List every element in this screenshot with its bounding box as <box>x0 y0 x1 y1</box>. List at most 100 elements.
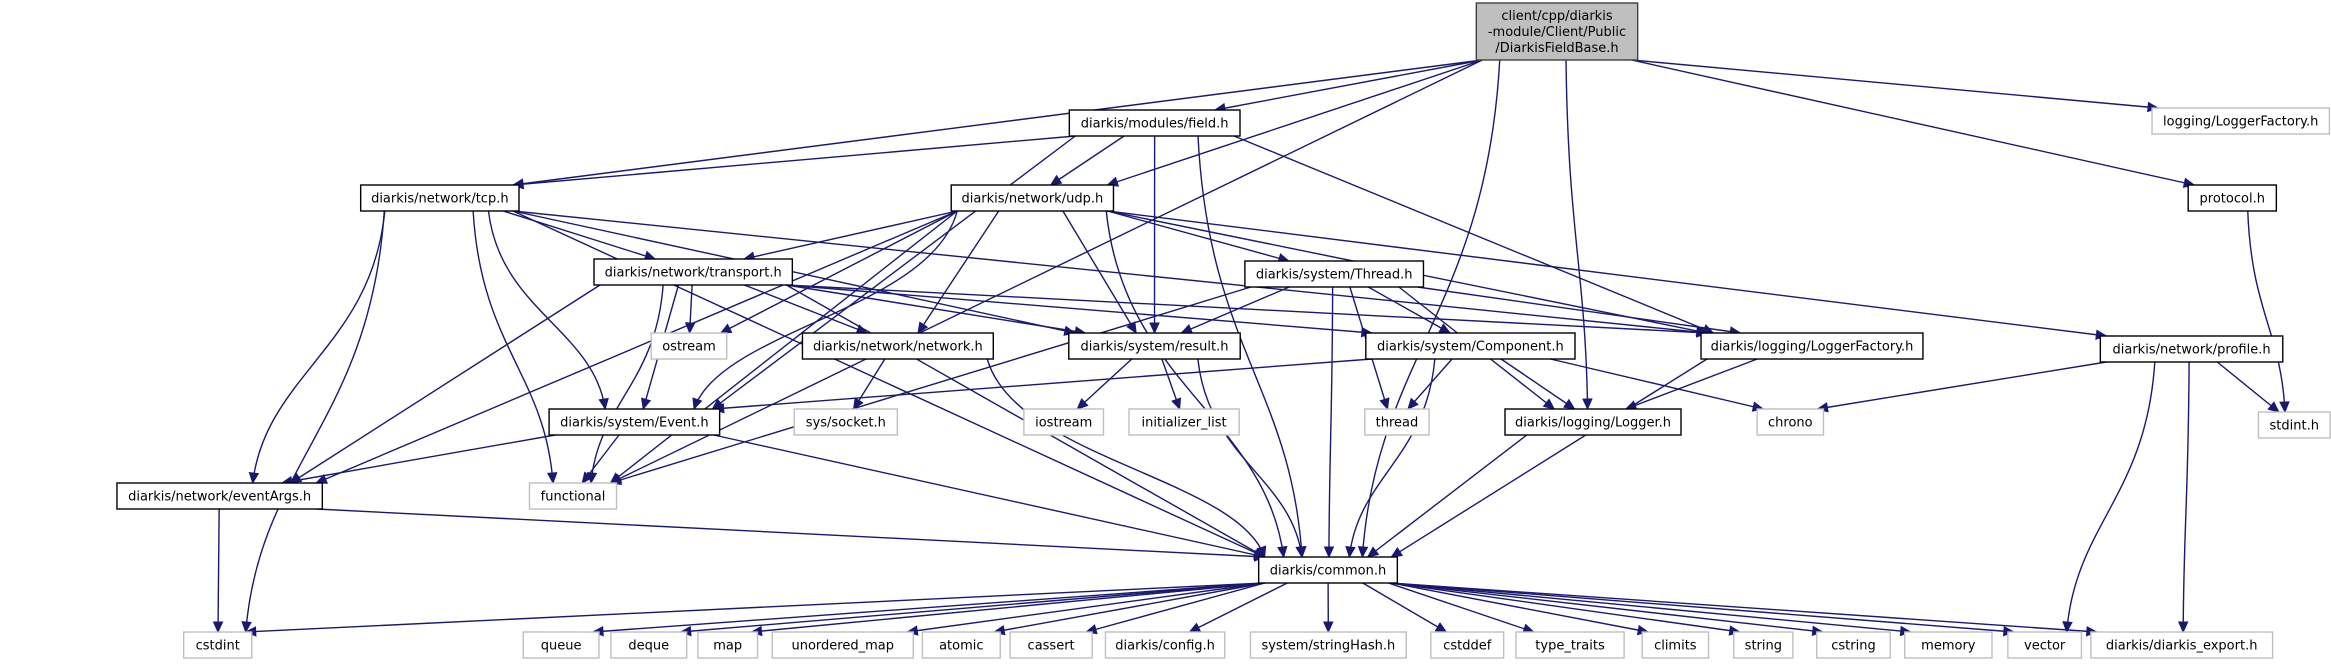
node-label: logging/LoggerFactory.h <box>2163 115 2318 130</box>
arrowhead-tcp-to-cstdint <box>241 621 252 634</box>
node-label: /DiarkisFieldBase.h <box>1495 41 1618 56</box>
node-atomic: atomic <box>921 631 1001 659</box>
edge-event-to-eventargs <box>281 434 556 484</box>
node-label: diarkis/network/eventArgs.h <box>128 490 311 505</box>
node-box <box>593 258 794 286</box>
arrowhead-result-to-initlist <box>1171 397 1182 411</box>
edge-udp-to-transport <box>743 210 958 260</box>
node-tcp[interactable]: diarkis/network/tcp.h <box>359 184 520 212</box>
arrowhead-component-to-common <box>1345 545 1356 559</box>
node-label: initializer_list <box>1142 416 1227 431</box>
edge-transport-to-result <box>786 284 1086 334</box>
arrowhead-tcp-to-event <box>598 397 609 411</box>
node-label: map <box>713 639 742 654</box>
arrowhead-thread_h-to-logger <box>1542 398 1556 410</box>
node-component[interactable]: diarkis/system/Component.h <box>1365 332 1576 360</box>
node-label: cstring <box>1831 639 1875 654</box>
node-field[interactable]: diarkis/modules/field.h <box>1068 109 1241 137</box>
node-label: climits <box>1654 639 1697 654</box>
arrowhead-protocol-to-stdint <box>2279 401 2290 414</box>
edge-root-to-protocol <box>1631 59 2195 186</box>
node-box <box>921 631 1001 659</box>
edge-common-to-vector <box>1391 582 2014 633</box>
edge-common-to-cstddef <box>1362 582 1447 633</box>
edge-field-to-common <box>1197 135 1303 558</box>
arrowhead-loggerfactory-to-common <box>1390 546 1404 558</box>
node-box <box>522 631 600 659</box>
node-label: diarkis/system/result.h <box>1080 340 1228 355</box>
node-loggerfactory[interactable]: diarkis/logging/LoggerFactory.h <box>1700 332 1924 360</box>
node-label: sys/socket.h <box>806 416 886 431</box>
node-thread-h[interactable]: diarkis/system/Thread.h <box>1244 260 1425 288</box>
node-box <box>2099 335 2284 363</box>
arrowhead-component-to-logger <box>1562 398 1576 410</box>
node-box <box>1104 631 1226 659</box>
node-box <box>1733 631 1794 659</box>
node-transport[interactable]: diarkis/network/transport.h <box>593 258 794 286</box>
edge-transport-to-component <box>786 284 1372 334</box>
edge-transport-to-functional <box>590 284 664 484</box>
node-network[interactable]: diarkis/network/network.h <box>801 332 994 360</box>
node-box <box>1515 631 1625 659</box>
edge-eventargs-to-common <box>316 508 1265 558</box>
arrowhead-udp-to-result <box>1126 321 1137 335</box>
edge-tcp-to-transport <box>502 210 656 260</box>
node-stdint: stdint.h <box>2257 411 2331 439</box>
edge-root-to-udp <box>1107 59 1483 186</box>
node-label: cassert <box>1028 639 1075 654</box>
node-string: string <box>1733 631 1794 659</box>
node-climits: climits <box>1641 631 1710 659</box>
node-box <box>1068 332 1241 360</box>
edge-profile-to-vector <box>2065 361 2156 633</box>
node-box <box>1068 109 1241 137</box>
edge-component-to-chrono <box>1550 358 1764 410</box>
edge-common-to-cassert <box>1085 582 1265 633</box>
node-label: type_traits <box>1535 639 1605 654</box>
node-common[interactable]: diarkis/common.h <box>1257 556 1399 584</box>
arrowhead-network-to-common <box>1256 545 1267 559</box>
node-eventargs[interactable]: diarkis/network/eventArgs.h <box>116 482 324 510</box>
node-root[interactable]: client/cpp/diarkis-module/Client/Public/… <box>1475 2 1639 61</box>
node-event[interactable]: diarkis/system/Event.h <box>548 408 721 436</box>
arrowhead-thread_h-to-thread <box>1379 397 1390 411</box>
arrowhead-result-to-common <box>1295 545 1306 559</box>
edges-layer <box>212 59 2290 637</box>
arrowhead-profile-to-stdint <box>2267 401 2280 413</box>
node-logger[interactable]: diarkis/logging/Logger.h <box>1504 408 1682 436</box>
node-memory: memory <box>1904 631 1993 659</box>
node-box <box>697 631 759 659</box>
arrowhead-udp-to-common <box>1277 545 1288 559</box>
node-box <box>1904 631 1993 659</box>
arrowhead-field-to-result <box>1149 322 1160 335</box>
edge-component-to-thread <box>1407 358 1453 410</box>
edge-common-to-unordered_map <box>907 582 1265 633</box>
node-thread: thread <box>1364 408 1430 436</box>
edge-common-to-cstring <box>1391 582 1823 633</box>
node-result[interactable]: diarkis/system/result.h <box>1068 332 1241 360</box>
node-label: diarkis/logging/Logger.h <box>1515 416 1671 431</box>
edge-root-to-field <box>1214 59 1483 111</box>
node-box <box>359 184 520 212</box>
node-box <box>2007 631 2083 659</box>
edge-common-to-queue <box>592 582 1265 633</box>
edge-common-to-memory <box>1391 582 1911 633</box>
node-logext: logging/LoggerFactory.h <box>2151 107 2331 135</box>
node-cstring: cstring <box>1816 631 1891 659</box>
node-protocol[interactable]: protocol.h <box>2187 184 2278 212</box>
node-label: diarkis/logging/LoggerFactory.h <box>1711 340 1914 355</box>
edge-tcp-to-result <box>512 210 1075 334</box>
node-label: diarkis/network/network.h <box>813 340 983 355</box>
node-vector: vector <box>2007 631 2083 659</box>
nodes-layer: client/cpp/diarkis-module/Client/Public/… <box>116 2 2331 659</box>
node-type-traits: type_traits <box>1515 631 1625 659</box>
node-queue: queue <box>522 631 600 659</box>
edge-field-to-event <box>711 135 1076 410</box>
edge-transport-to-eventargs <box>290 284 601 484</box>
node-box <box>771 631 914 659</box>
edge-common-to-deque <box>680 582 1265 633</box>
node-udp[interactable]: diarkis/network/udp.h <box>950 184 1115 212</box>
arrowhead-root-to-common <box>1357 546 1369 559</box>
node-profile[interactable]: diarkis/network/profile.h <box>2099 335 2284 363</box>
node-box <box>1700 332 1924 360</box>
